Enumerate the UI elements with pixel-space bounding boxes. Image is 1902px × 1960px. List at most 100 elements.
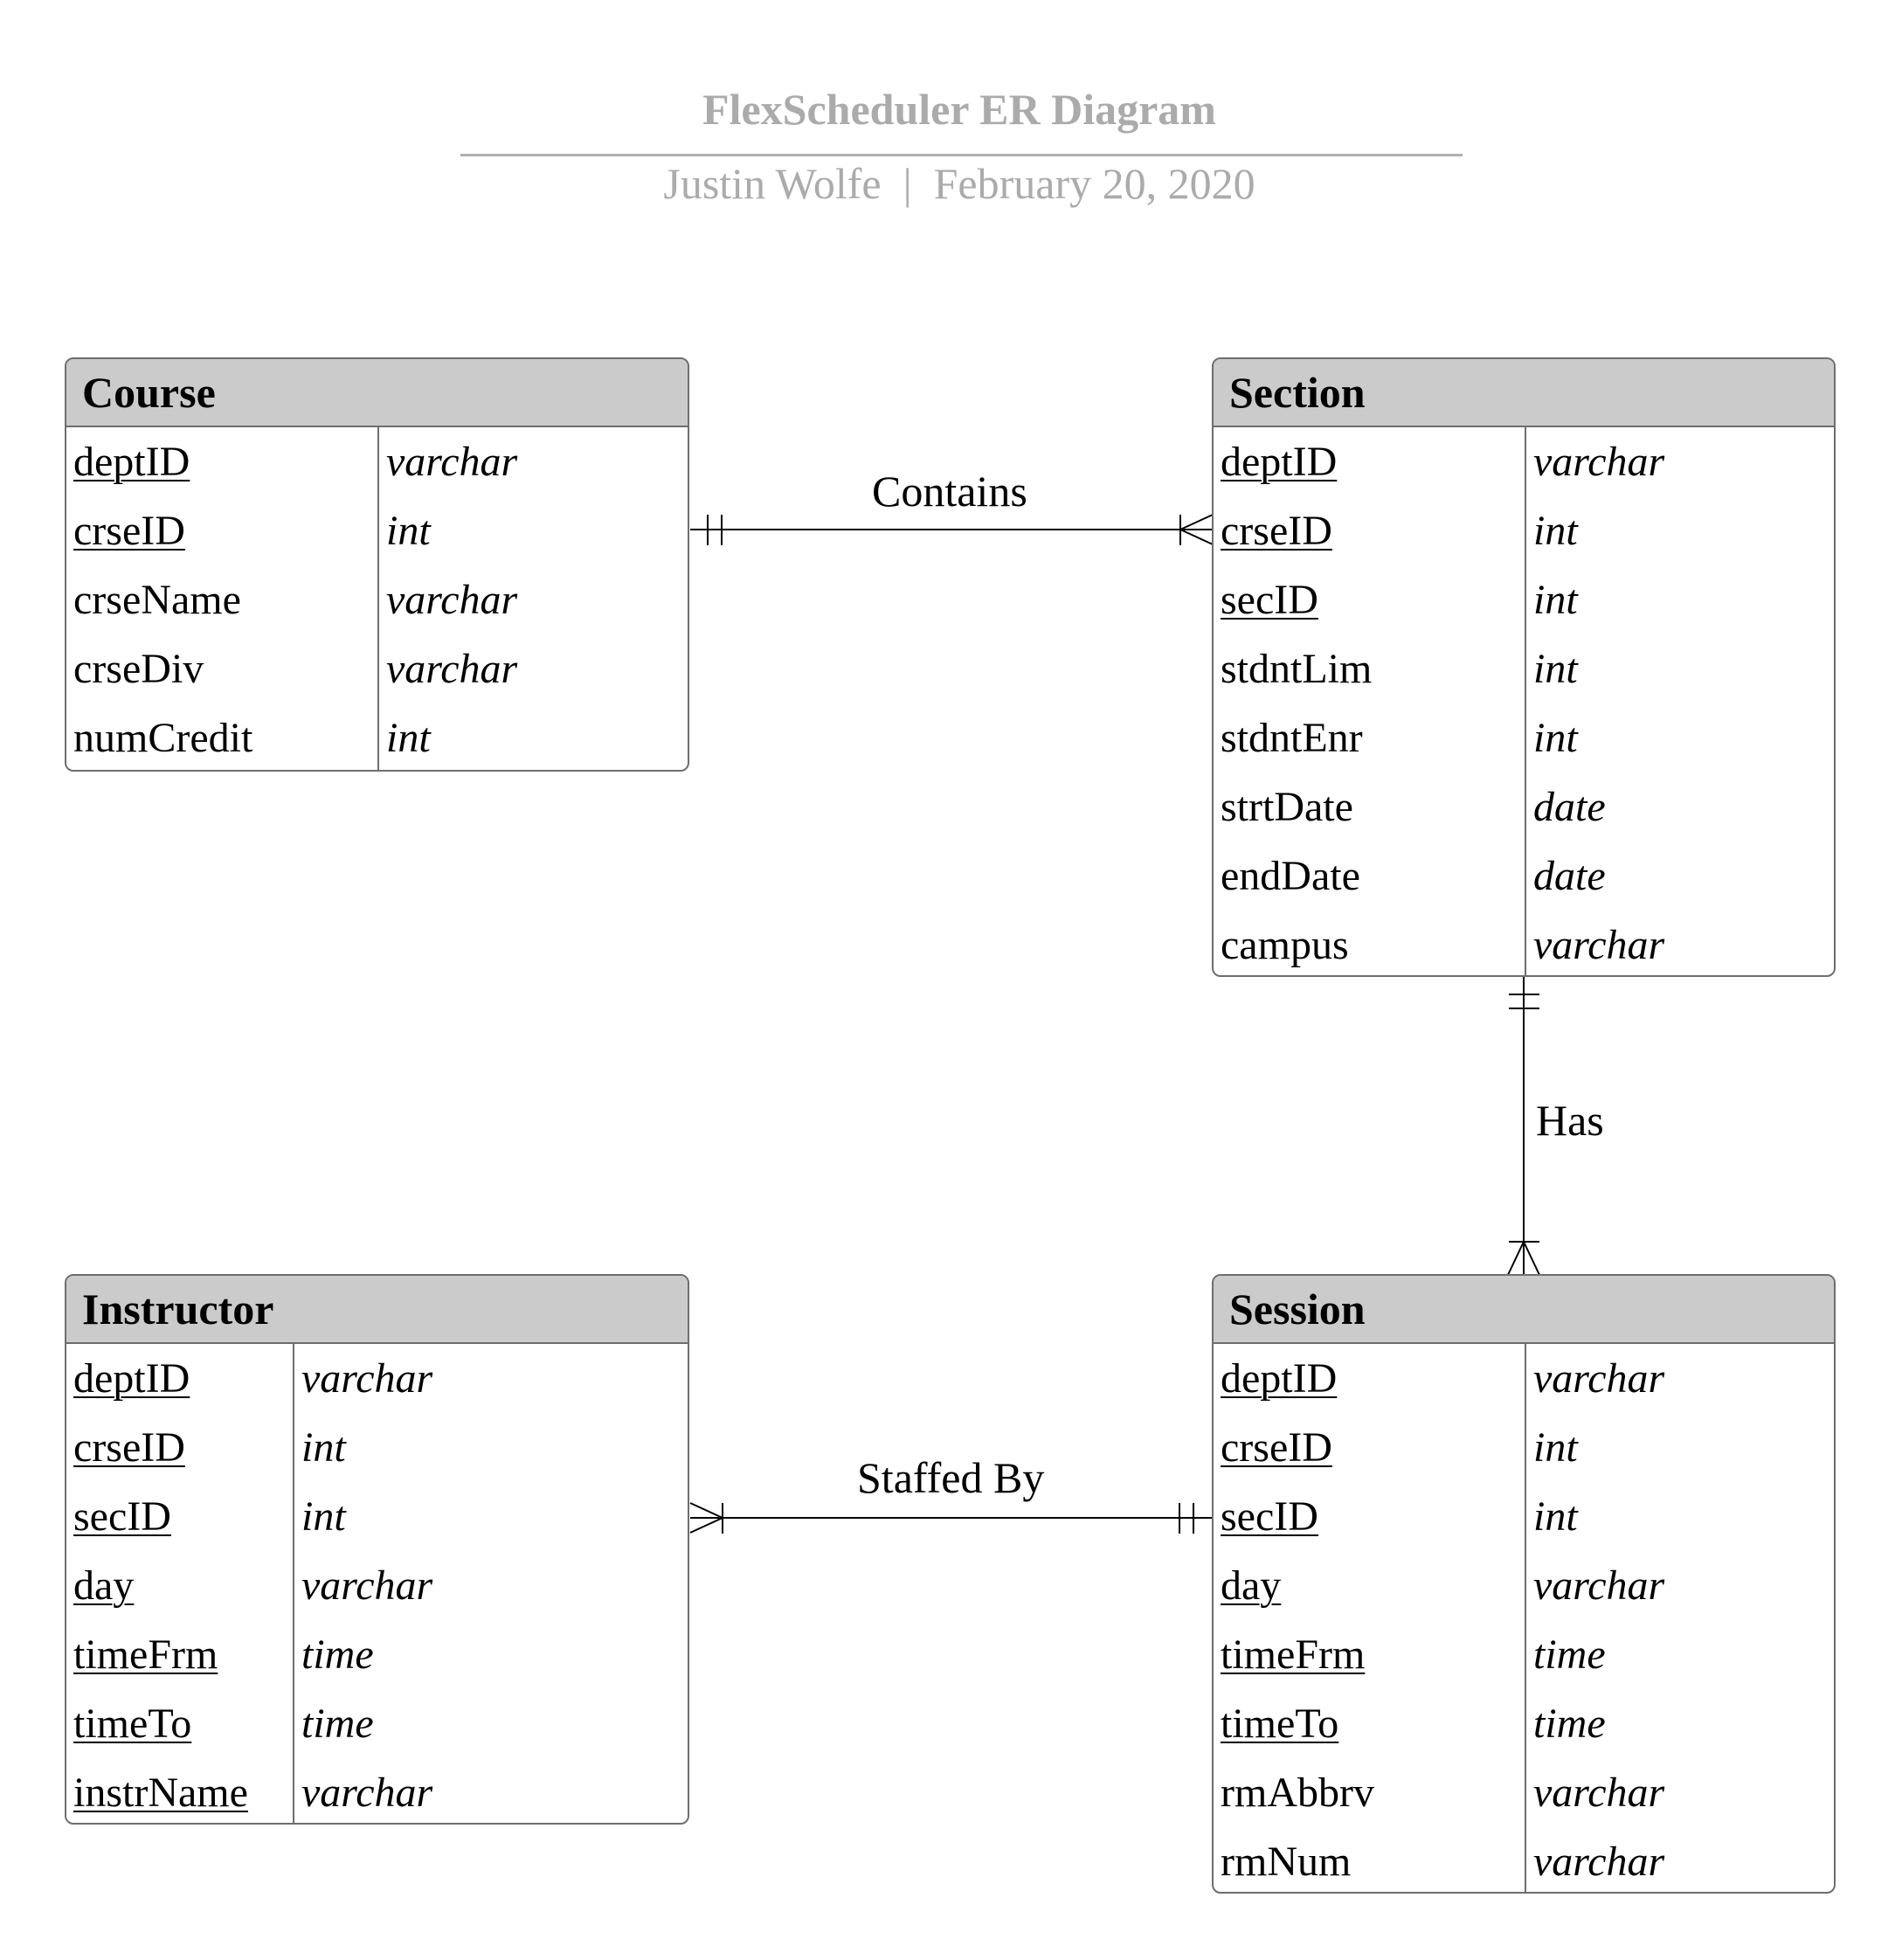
attribute-name: deptID — [1221, 439, 1338, 485]
attribute-name: secID — [1221, 577, 1318, 623]
attribute-name: day — [1221, 1562, 1282, 1609]
course-attribute-row[interactable]: deptID varchar — [66, 427, 688, 496]
section-attribute-row[interactable]: deptID varchar — [1214, 427, 1834, 496]
session-column-divider — [1525, 1344, 1526, 1892]
contains-label: Contains — [872, 467, 1027, 516]
attribute-type: varchar — [386, 646, 518, 692]
staffed-by-crow-upper — [689, 1502, 723, 1519]
attribute-name: stdntEnr — [1221, 715, 1363, 761]
attribute-type: int — [386, 715, 431, 761]
course-entity-header: Course — [66, 359, 688, 427]
staffed-by-label: Staffed By — [857, 1453, 1045, 1502]
attribute-name: stdntLim — [1221, 646, 1373, 692]
instructor-attribute-row[interactable]: crseID int — [66, 1413, 688, 1482]
attribute-name: day — [73, 1562, 135, 1609]
attribute-type: varchar — [386, 577, 518, 623]
author-name: Justin Wolfe — [663, 159, 882, 208]
attribute-type: time — [1533, 1631, 1606, 1678]
course-attribute-row[interactable]: numCredit int — [66, 703, 688, 770]
attribute-type: varchar — [386, 439, 518, 485]
contains-crow-upper — [1179, 514, 1214, 530]
staffed-by-crow-lower — [689, 1517, 723, 1534]
attribute-name: crseID — [1221, 1424, 1332, 1471]
attribute-type: int — [1533, 577, 1578, 623]
attribute-name: numCredit — [73, 715, 253, 761]
section-attribute-row[interactable]: secID int — [1214, 565, 1834, 634]
section-entity-header: Section — [1214, 359, 1834, 427]
attribute-name: rmNum — [1221, 1839, 1352, 1885]
attribute-type: varchar — [301, 1355, 433, 1402]
attribute-type: int — [301, 1493, 346, 1540]
section-attribute-row[interactable]: strtDate date — [1214, 772, 1834, 841]
section-attribute-row[interactable]: stdntLim int — [1214, 634, 1834, 703]
attribute-type: varchar — [1533, 1355, 1665, 1402]
attribute-name: crseDiv — [73, 646, 204, 692]
has-connector — [1507, 977, 1540, 1276]
attribute-type: int — [1533, 646, 1578, 692]
attribute-type: varchar — [1533, 439, 1665, 485]
instructor-entity-header: Instructor — [66, 1276, 688, 1344]
instructor-attribute-row[interactable]: instrName varchar — [66, 1758, 688, 1823]
diagram-date: February 20, 2020 — [933, 159, 1255, 208]
attribute-name: crseName — [73, 577, 241, 623]
section-attribute-row[interactable]: campus varchar — [1214, 911, 1834, 975]
section-column-divider — [1525, 427, 1526, 975]
attribute-name: deptID — [1221, 1355, 1338, 1402]
attribute-name: campus — [1221, 922, 1349, 968]
attribute-type: date — [1533, 853, 1606, 899]
attribute-type: varchar — [1533, 922, 1665, 968]
instructor-column-divider — [293, 1344, 294, 1823]
attribute-name: crseID — [1221, 508, 1332, 554]
attribute-name: rmAbbrv — [1221, 1770, 1374, 1816]
session-entity-header: Session — [1214, 1276, 1834, 1344]
attribute-name: crseID — [73, 508, 185, 554]
session-attribute-row[interactable]: day varchar — [1214, 1551, 1834, 1620]
has-crow-right — [1523, 1241, 1540, 1276]
attribute-name: crseID — [73, 1424, 185, 1471]
has-label: Has — [1536, 1096, 1604, 1145]
staffed-by-connector — [689, 1502, 1213, 1534]
attribute-name: strtDate — [1221, 784, 1353, 830]
contains-crow-lower — [1179, 529, 1214, 545]
attribute-type: time — [301, 1700, 374, 1747]
attribute-type: int — [301, 1424, 346, 1471]
attribute-type: date — [1533, 784, 1606, 830]
course-attribute-row[interactable]: crseDiv varchar — [66, 634, 688, 703]
has-crow-left — [1507, 1241, 1525, 1276]
instructor-attribute-row[interactable]: timeTo time — [66, 1689, 688, 1758]
session-attribute-row[interactable]: deptID varchar — [1214, 1344, 1834, 1413]
attribute-name: instrName — [73, 1770, 248, 1816]
attribute-type: time — [1533, 1700, 1606, 1747]
course-attribute-row[interactable]: crseName varchar — [66, 565, 688, 634]
contains-connector — [690, 514, 1214, 545]
attribute-name: deptID — [73, 439, 190, 485]
title-divider — [460, 154, 1463, 156]
attribute-type: varchar — [1533, 1562, 1665, 1609]
attribute-type: varchar — [301, 1770, 433, 1816]
diagram-subtitle: Justin Wolfe | February 20, 2020 — [0, 158, 1902, 209]
subtitle-separator: | — [903, 159, 912, 208]
attribute-name: timeTo — [73, 1700, 192, 1747]
